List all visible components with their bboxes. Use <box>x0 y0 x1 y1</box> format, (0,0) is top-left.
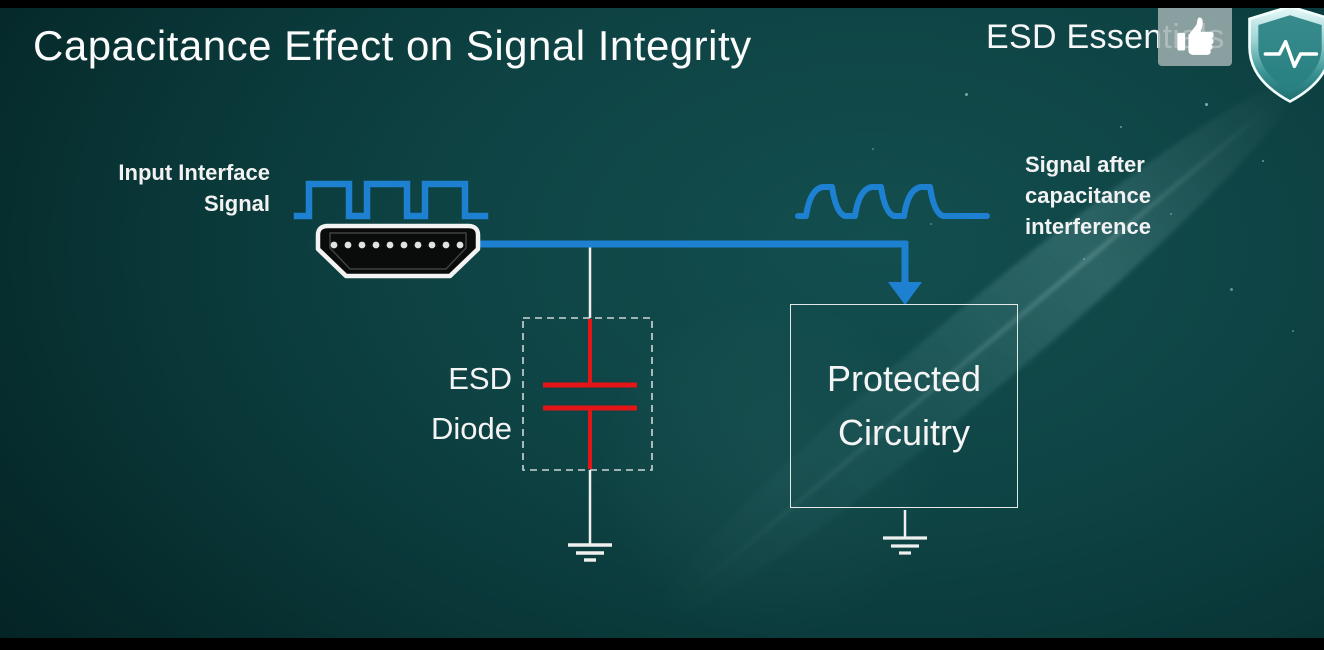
circuit-diagram <box>293 180 990 562</box>
shield-logo-icon <box>1246 8 1324 109</box>
letterbox-bottom <box>0 638 1324 650</box>
esd-diode-dashed-box <box>522 317 653 471</box>
esd-diode-capacitor <box>543 319 637 469</box>
esd-label-line1: ESD <box>448 361 512 396</box>
protected-label-line2: Circuitry <box>838 412 970 453</box>
output-distorted-wave <box>795 184 990 219</box>
letterbox-top <box>0 0 1324 8</box>
esd-diode-label: ESD Diode <box>360 354 512 454</box>
signal-arrowhead-icon <box>888 282 922 305</box>
ground-symbol-protected <box>883 510 927 555</box>
hdmi-connector-icon <box>315 223 481 279</box>
ground-symbol-diode <box>568 543 612 562</box>
input-square-wave <box>293 180 489 220</box>
input-signal-label: Input Interface Signal <box>60 157 270 219</box>
slide-canvas: Capacitance Effect on Signal Integrity E… <box>0 8 1324 638</box>
thumbs-up-icon <box>1158 8 1232 66</box>
output-label-line2: capacitance <box>1025 183 1151 208</box>
output-label-line3: interference <box>1025 214 1151 239</box>
hdmi-pins <box>330 241 464 249</box>
input-label-line2: Signal <box>203 191 270 216</box>
output-label-line1: Signal after <box>1025 152 1145 177</box>
esd-label-line2: Diode <box>431 411 512 446</box>
output-signal-label: Signal after capacitance interference <box>1025 149 1151 242</box>
protected-circuitry-box: Protected Circuitry <box>790 304 1018 508</box>
slide-title: Capacitance Effect on Signal Integrity <box>33 22 752 69</box>
thumbs-up-glyph <box>1177 17 1214 55</box>
protected-label-line1: Protected <box>826 358 982 399</box>
heartbeat-pulse-icon <box>1263 39 1319 69</box>
input-label-line1: Input Interface <box>118 160 270 185</box>
shield-svg <box>1248 8 1324 104</box>
